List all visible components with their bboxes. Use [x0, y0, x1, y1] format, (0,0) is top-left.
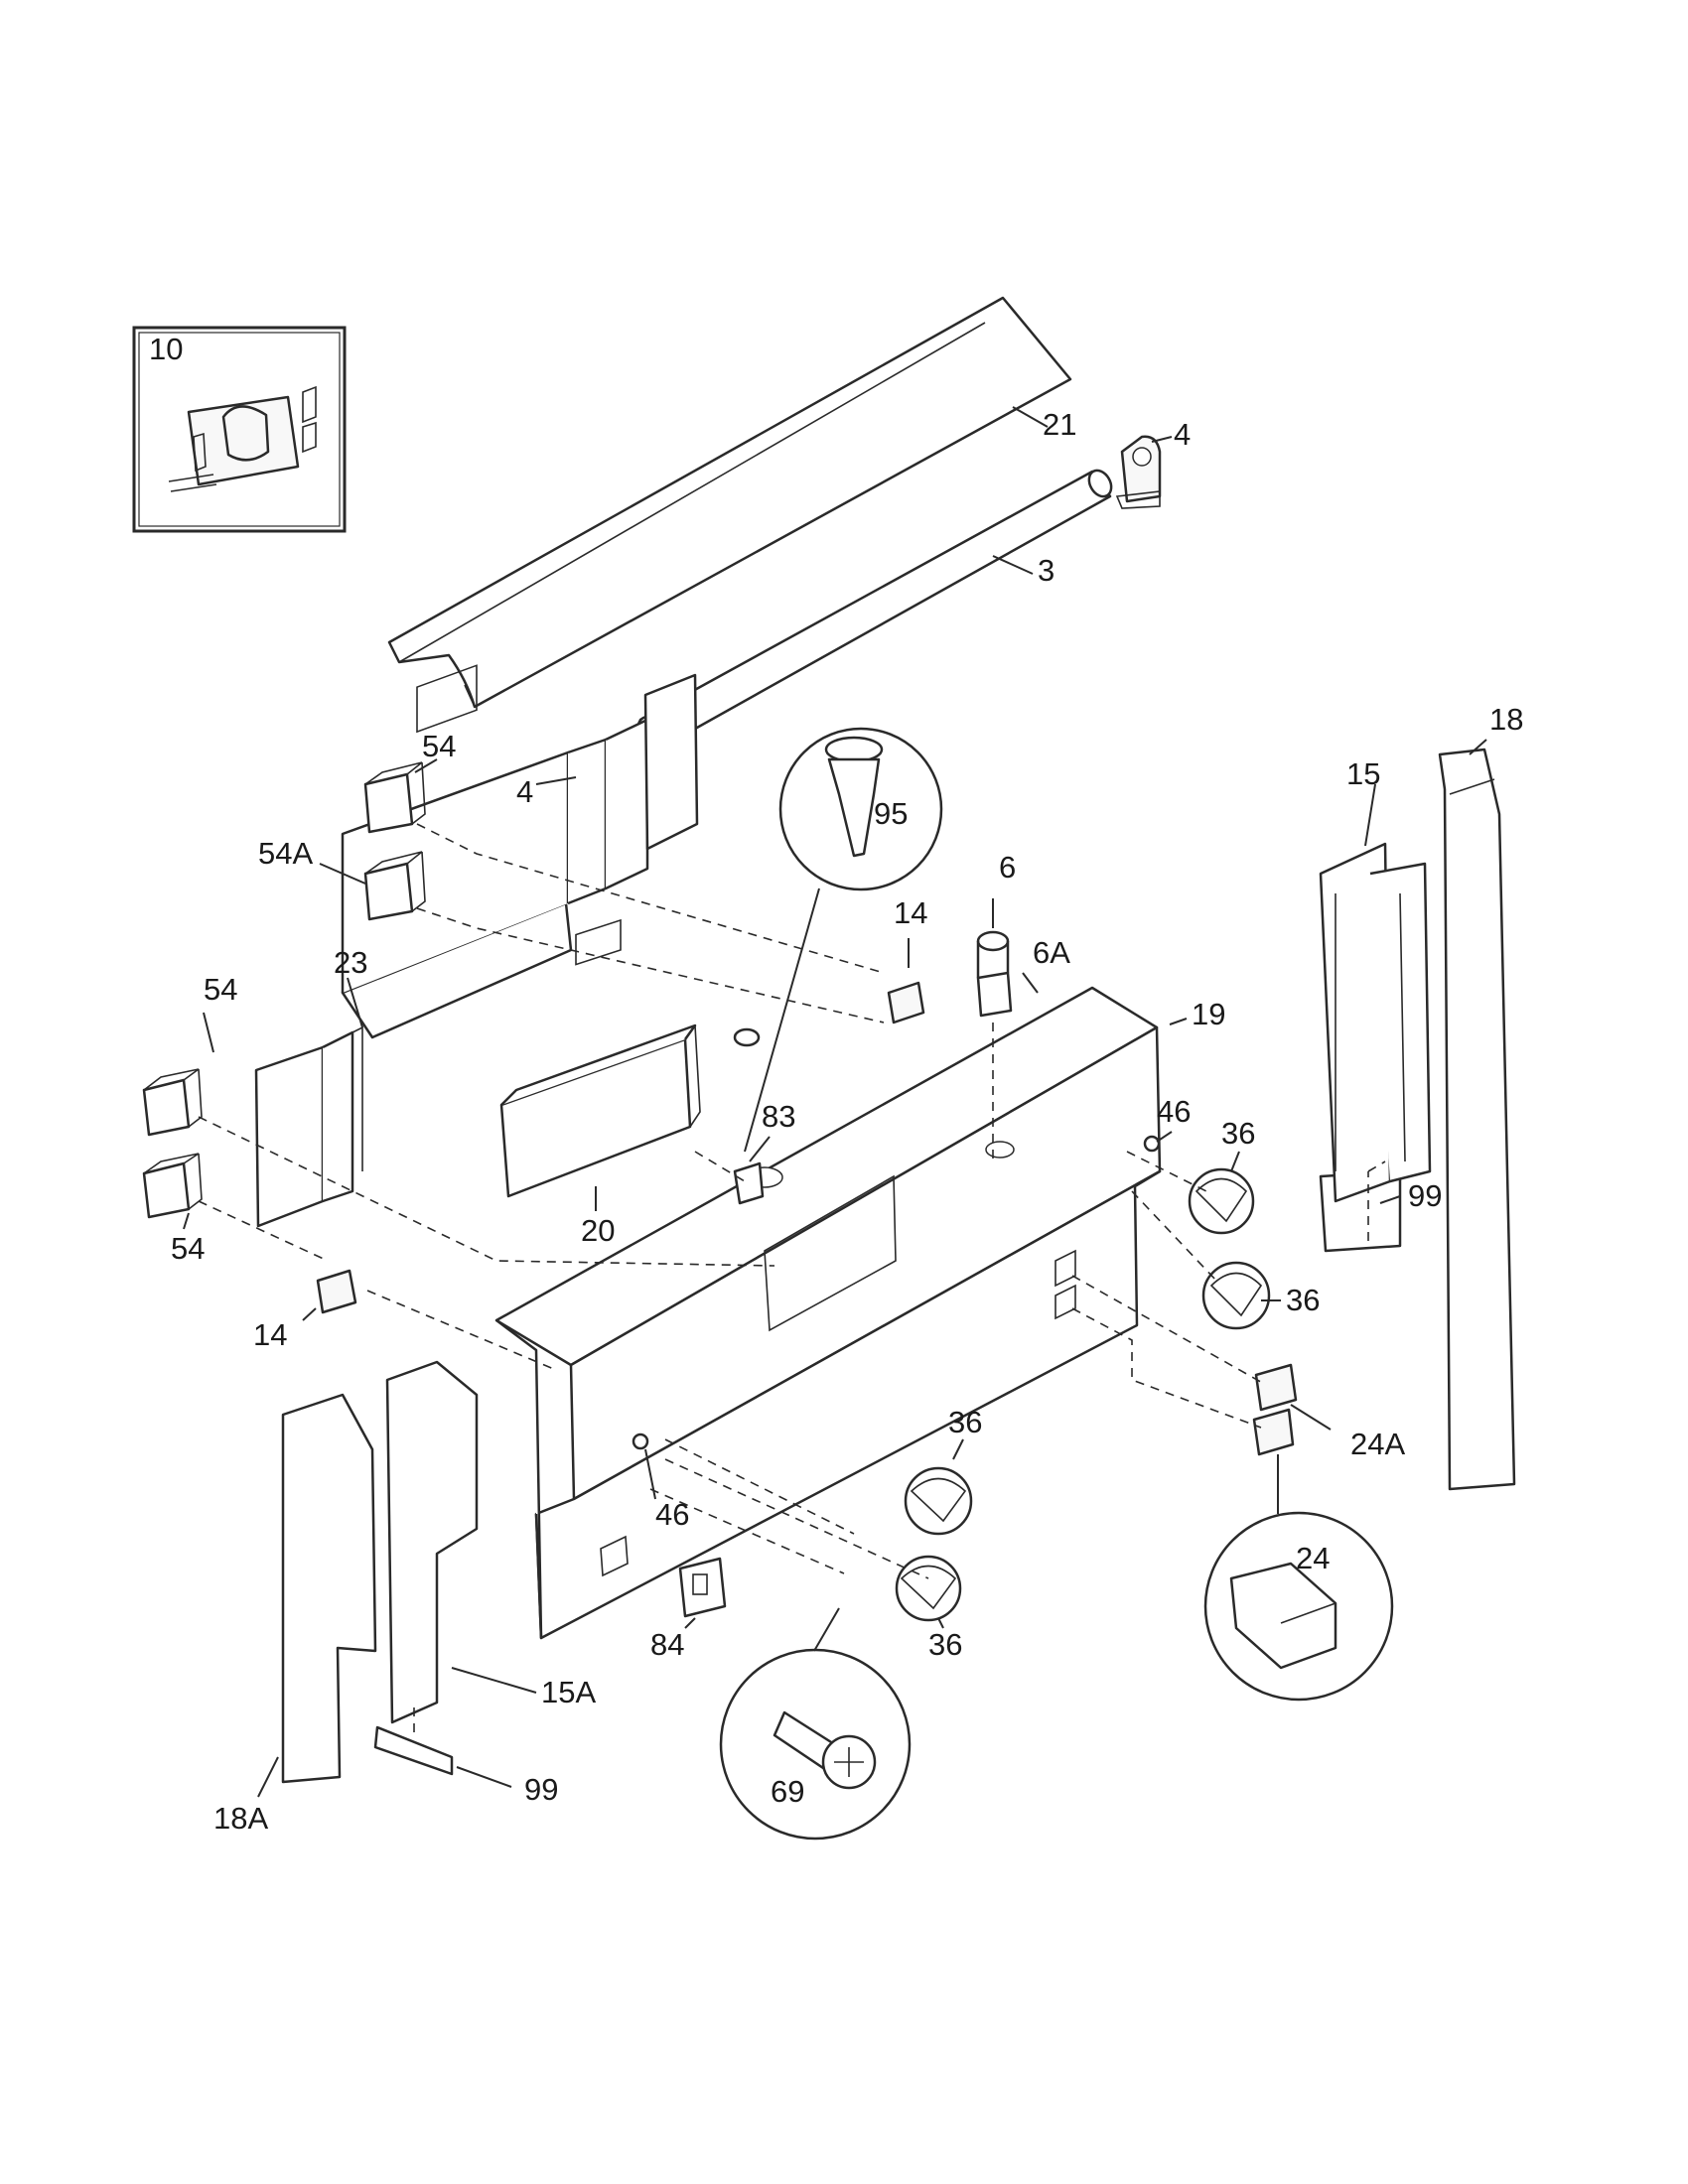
callout-54A: 54A — [258, 836, 313, 871]
outlet-part — [678, 1557, 727, 1618]
leader-lines — [183, 406, 1487, 1798]
callout-14-upper: 14 — [894, 895, 927, 930]
callout-15A: 15A — [541, 1675, 596, 1709]
callout-21: 21 — [1043, 407, 1076, 442]
knob-lower-a — [904, 1466, 973, 1536]
inset-transformer — [132, 326, 347, 533]
callout-4-left: 4 — [516, 774, 533, 809]
callout-4-right: 4 — [1174, 417, 1191, 452]
infinite-switch-left-a — [142, 1068, 203, 1137]
callout-54-left-lower: 54 — [171, 1231, 205, 1266]
callout-10: 10 — [149, 332, 183, 366]
lamp-cover-part — [387, 296, 1072, 709]
side-bracket-left-part — [373, 1360, 479, 1776]
callout-14-lower: 14 — [253, 1317, 287, 1352]
assembly-dashed-lines — [198, 823, 1386, 1732]
infinite-switch-54A — [363, 851, 426, 921]
callout-36-lower-b: 36 — [928, 1627, 962, 1662]
callout-20: 20 — [581, 1213, 615, 1248]
knob-lower-b — [895, 1555, 962, 1622]
callout-24A: 24A — [1350, 1427, 1405, 1461]
callout-24: 24 — [1296, 1541, 1330, 1575]
callout-23: 23 — [334, 945, 367, 980]
infinite-switch-left-b — [142, 1153, 203, 1219]
callout-19: 19 — [1192, 997, 1225, 1031]
side-bracket-right-part — [1319, 842, 1432, 1203]
knob-upper-right-b — [1201, 1261, 1271, 1330]
callout-labels: 10 21 4 3 4 54 54A 23 54 54 95 6 6A 14 8… — [149, 332, 1523, 1836]
electronic-control-part — [499, 918, 701, 1198]
infinite-switch-top — [363, 761, 426, 834]
callout-99-right: 99 — [1408, 1178, 1442, 1213]
callout-3: 3 — [1038, 553, 1055, 588]
callout-18: 18 — [1489, 702, 1523, 737]
callout-18A: 18A — [213, 1801, 268, 1836]
side-trim-right-part — [1319, 748, 1516, 1491]
callout-84: 84 — [650, 1627, 684, 1662]
knob-upper-right-a — [1188, 1167, 1255, 1235]
callout-46-upper: 46 — [1157, 1094, 1191, 1129]
screws-46 — [632, 1135, 1161, 1450]
side-trim-left-part — [281, 1393, 377, 1784]
lamp-holder-right-part — [1115, 435, 1162, 509]
relay-upper-part — [887, 981, 925, 1024]
callout-95: 95 — [874, 796, 908, 831]
callout-6A: 6A — [1033, 935, 1070, 970]
callout-46-lower: 46 — [655, 1497, 689, 1532]
callout-36-lower-a: 36 — [948, 1405, 982, 1439]
callout-54-left-upper: 54 — [204, 972, 237, 1007]
detail-circle-95 — [778, 727, 943, 891]
lamp-socket-part — [976, 930, 1013, 1018]
backguard-panel-part — [494, 986, 1162, 1640]
callout-99-left: 99 — [524, 1772, 558, 1807]
callout-54-top: 54 — [422, 729, 456, 763]
detail-circle-24 — [1203, 1511, 1394, 1702]
callout-83: 83 — [762, 1099, 795, 1134]
callout-36-upper-a: 36 — [1221, 1116, 1255, 1151]
callout-6: 6 — [999, 850, 1016, 885]
indicator-light-part — [733, 1027, 765, 1205]
callout-15: 15 — [1346, 756, 1380, 791]
callout-36-upper-b: 36 — [1286, 1283, 1320, 1317]
relay-lower-part — [316, 1269, 357, 1314]
rocker-switches-part — [1252, 1363, 1298, 1456]
detail-circle-69 — [719, 1648, 912, 1841]
callout-69: 69 — [771, 1774, 804, 1809]
